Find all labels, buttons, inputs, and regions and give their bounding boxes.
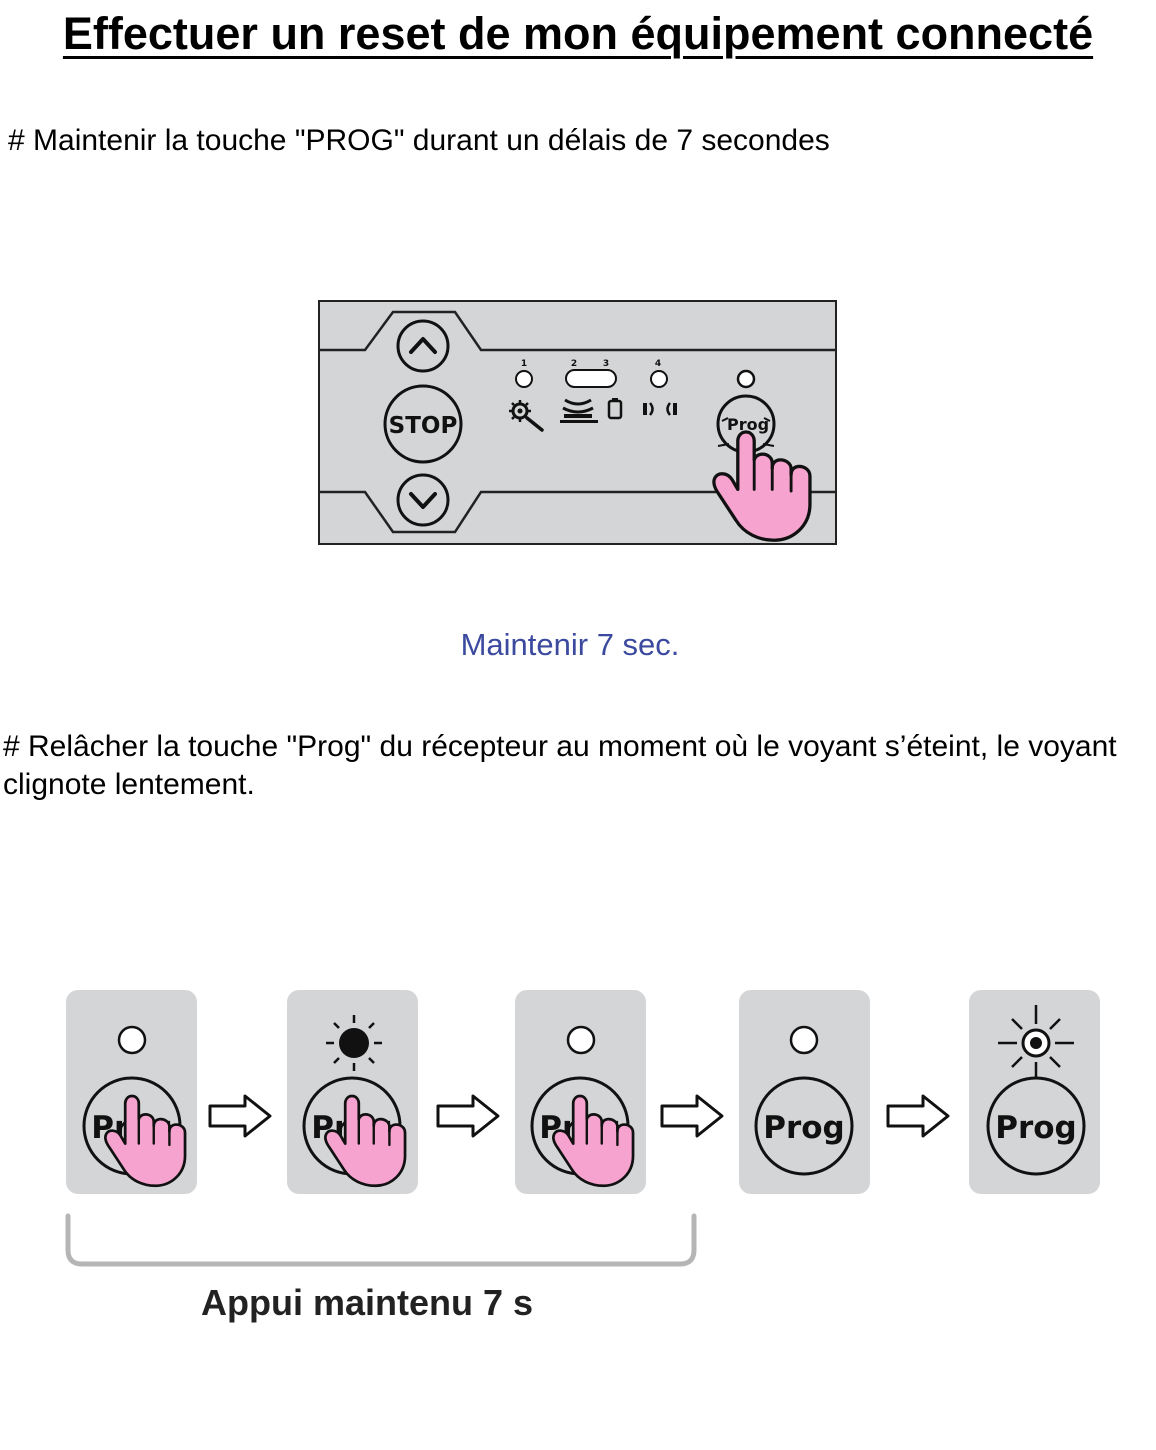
prog-led-indicator	[736, 369, 756, 389]
battery-icon	[607, 398, 623, 420]
hold-caption: Maintenir 7 sec.	[460, 627, 680, 662]
arrow-right-icon	[886, 1094, 950, 1138]
prog-label: Prog	[763, 1110, 845, 1146]
radio-signal-icon	[643, 402, 677, 416]
instruction-step-2: # Relâcher la touche "Prog" du récepteur…	[3, 730, 1117, 801]
hold-duration-label: Appui maintenu 7 s	[201, 1282, 533, 1323]
instruction-step-1: # Maintenir la touche "PROG" durant un d…	[8, 124, 830, 157]
arrow-right-icon	[660, 1094, 724, 1138]
wind-sensor-icon	[560, 398, 598, 423]
led-indicator-1	[515, 370, 533, 388]
led-on-icon	[326, 1015, 382, 1071]
remote-control-panel: STOP 1 2 3 4	[318, 300, 837, 545]
led-off-icon	[117, 1025, 147, 1055]
led-off-icon	[566, 1025, 596, 1055]
led-indicator-4	[650, 370, 668, 388]
sequence-card-2: Prog	[287, 990, 418, 1194]
led-number-2: 2	[571, 359, 577, 369]
stop-button-label: STOP	[389, 413, 458, 439]
led-blinking-icon	[998, 1005, 1074, 1080]
arrow-right-icon	[208, 1094, 272, 1138]
led-number-1: 1	[521, 359, 527, 369]
led-number-3: 3	[603, 359, 609, 369]
sequence-card-1: Prog	[66, 990, 197, 1194]
sequence-card-5: Prog	[969, 990, 1100, 1194]
hold-bracket	[65, 1213, 697, 1267]
prog-button-label: Prog	[727, 415, 769, 434]
prog-sequence-diagram: Prog Prog Prog	[65, 990, 1100, 1323]
chevron-down-icon	[409, 492, 437, 509]
led-indicator-2-3	[565, 369, 617, 388]
arrow-right-icon	[436, 1094, 500, 1138]
prog-button[interactable]: Prog	[716, 394, 776, 454]
page-title: Effectuer un reset de mon équipement con…	[62, 8, 1094, 59]
chevron-up-icon	[409, 337, 437, 354]
led-number-4: 4	[655, 359, 661, 369]
sequence-card-4: Prog	[739, 990, 870, 1194]
led-off-icon	[789, 1025, 819, 1055]
up-arrow-button[interactable]	[396, 319, 450, 373]
stop-button[interactable]: STOP	[383, 384, 463, 464]
prog-label: Prog	[995, 1110, 1077, 1146]
sun-sensor-icon	[509, 400, 544, 432]
down-arrow-button[interactable]	[396, 473, 450, 527]
sequence-card-3: Prog	[515, 990, 646, 1194]
